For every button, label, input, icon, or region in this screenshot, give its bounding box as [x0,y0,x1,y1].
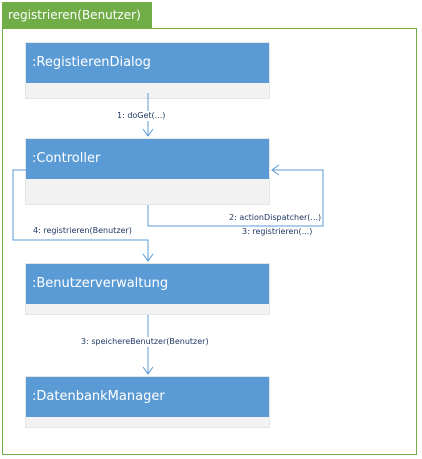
arrowhead-self-call-icon [271,164,280,176]
lifeline-registrieren-dialog-label: :RegistierenDialog [26,43,269,83]
arrowhead-doget-icon [142,128,154,137]
arrowhead-registrieren-benutzer-icon [142,253,154,262]
arrow-registrieren-benutzer [12,169,149,261]
lifeline-benutzerverwaltung[interactable]: :Benutzerverwaltung [25,263,270,315]
message-label-action-dispatcher: 2: actionDispatcher(...) [229,213,322,223]
arrow-self-call [147,169,324,227]
lifeline-controller-label: :Controller [26,139,269,179]
lifeline-controller[interactable]: :Controller [25,138,270,205]
interaction-frame [2,28,417,455]
lifeline-registrieren-dialog[interactable]: :RegistierenDialog [25,42,270,99]
message-label-doget: 1: doGet(...) [117,111,166,121]
lifeline-benutzerverwaltung-label: :Benutzerverwaltung [26,264,269,304]
lifeline-datenbank-manager[interactable]: :DatenbankManager [25,376,270,428]
frame-title: registrieren(Benutzer) [2,2,152,29]
message-label-speichere-benutzer: 3: speichereBenutzer(Benutzer) [81,337,209,347]
message-label-registrieren-self: 3: registrieren(...) [242,227,313,237]
message-label-registrieren-benutzer: 4: registrieren(Benutzer) [33,226,132,236]
arrowhead-speichere-benutzer-icon [142,366,154,375]
lifeline-datenbank-manager-label: :DatenbankManager [26,377,269,417]
